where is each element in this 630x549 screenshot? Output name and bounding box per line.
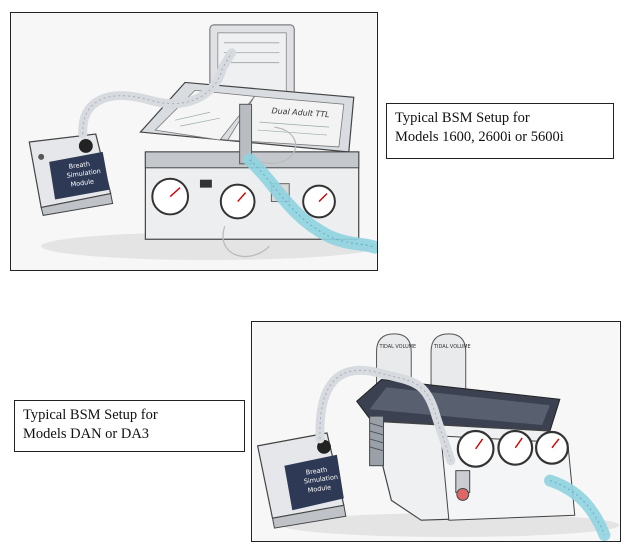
tidal-volume-bellows: TIDAL VOLUME (430, 333, 471, 390)
brand-label: Dual Adult TTL (271, 106, 330, 119)
setup-photo-1600-2600i-5600i: Dual Adult TTL (10, 12, 378, 271)
caption-line-2: Models 1600, 2600i or 5600i (395, 129, 564, 145)
pressure-gauge (534, 430, 569, 465)
breath-simulation-module: Breath Simulation Module (256, 432, 347, 529)
pressure-gauge (151, 177, 190, 216)
pressure-gauge (456, 429, 495, 468)
caption-line-1: Typical BSM Setup for (23, 407, 158, 423)
pressure-gauge (219, 183, 256, 220)
module-label-line-1: Breath (68, 160, 90, 171)
pressure-gauge (302, 184, 336, 219)
module-label-line-3: Module (70, 177, 94, 188)
module-label-line-3: Module (307, 483, 331, 494)
caption-box-models-1600-2600i-5600i: Typical BSM Setup for Models 1600, 2600i… (386, 103, 614, 159)
breath-simulation-module: Breath Simulation Module (28, 133, 114, 216)
pressure-gauge (497, 429, 534, 466)
bellows-label: TIDAL VOLUME (433, 344, 471, 350)
setup-photo-dan-da3: TIDAL VOLUME TIDAL VOLUME (251, 321, 621, 542)
caption-box-models-dan-da3: Typical BSM Setup for Models DAN or DA3 (14, 400, 245, 452)
module-label-line-1: Breath (305, 466, 327, 477)
bellows-label: TIDAL VOLUME (379, 344, 417, 350)
caption-line-1: Typical BSM Setup for (395, 110, 530, 126)
caption-line-2: Models DAN or DA3 (23, 426, 150, 442)
